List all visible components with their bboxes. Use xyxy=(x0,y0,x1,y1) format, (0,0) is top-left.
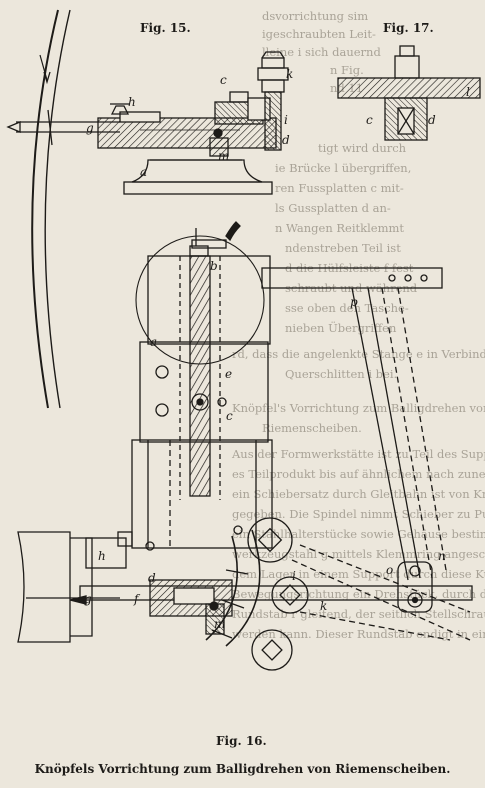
bg-line: werden kann. Dieser Rundstab endigt in e… xyxy=(232,627,485,641)
bg-line: ein Schiebersatz durch Gleitbahn ist von… xyxy=(232,487,485,501)
bg-line: Aus der Formwerkstätte ist zu Teil des S… xyxy=(231,447,485,461)
label-b: b xyxy=(210,259,218,273)
bg-line: Knöpfel's Vorrichtung zum Balligdrehen v… xyxy=(232,401,485,415)
bg-line: ren Fussplatten c mit- xyxy=(275,181,404,195)
figure-15-labels: h c k g i d m a xyxy=(86,67,293,179)
label-d: d xyxy=(428,113,436,127)
figure-caption: Knöpfels Vorrichtung zum Balligdrehen vo… xyxy=(34,762,451,776)
bg-line: n Fig. xyxy=(330,63,364,77)
bg-line: ein Stahlhalterstücke sowie Gehäuse best… xyxy=(232,527,485,541)
bg-line: ls Gussplatten d an- xyxy=(275,201,391,215)
bg-line: rd, dass die angelenkte Stange e in Verb… xyxy=(232,347,485,361)
label-c: c xyxy=(220,73,227,87)
bg-line: Rundstab r gleitend, der seitlich Stells… xyxy=(232,607,485,621)
label-g: g xyxy=(84,592,92,606)
bg-line: dsvorrichtung sim xyxy=(262,9,368,23)
bg-line: Riemenscheiben. xyxy=(262,421,362,435)
label-a: a xyxy=(140,165,147,179)
bg-line: tigt wird durch xyxy=(318,141,407,155)
label-h: h xyxy=(128,95,136,109)
bg-line: werkzeugstahl g mittels Klemmring angesc… xyxy=(232,547,485,561)
figure-17-labels: l c d xyxy=(366,85,470,127)
label-m: m xyxy=(214,617,225,631)
figure-15: Fig. 15. xyxy=(6,9,289,409)
bg-line: ie Brücke l übergriffen, xyxy=(275,161,411,175)
label-c: c xyxy=(226,409,233,423)
label-l: l xyxy=(466,85,470,99)
figure-16-labels: p b a e c h d f g m i k o n Fig. 16. xyxy=(84,259,446,748)
bg-line: Querschlitten i bei. xyxy=(285,367,397,381)
figure-17: Fig. 17. xyxy=(337,21,481,141)
bg-line: nieben Übergriffen xyxy=(285,321,397,335)
bg-line: Bewegungsrichtung ein Drehstück, durch d… xyxy=(232,587,485,601)
bg-line: n Wangen Reitklemmt xyxy=(275,221,404,235)
label-p: p xyxy=(350,295,358,309)
label-k: k xyxy=(286,67,293,81)
label-a: a xyxy=(150,335,157,349)
label-k: k xyxy=(320,599,327,613)
bg-line: lleine i sich dauernd xyxy=(262,45,381,59)
bg-line: gegeben. Die Spindel nimmt Schieber zu P… xyxy=(232,507,485,521)
label-f: f xyxy=(133,592,141,606)
label-i: i xyxy=(292,569,296,583)
bg-line: igeschraubten Leit- xyxy=(262,27,376,41)
label-o: o xyxy=(386,563,393,577)
label-h: h xyxy=(98,549,106,563)
figure-16 xyxy=(17,221,473,671)
label-c: c xyxy=(366,113,373,127)
bg-line: es Teilprodukt bis auf ähnlichem nach zu… xyxy=(232,467,485,481)
figure-17-title: Fig. 17. xyxy=(383,21,434,35)
label-m: m xyxy=(218,149,229,163)
label-d: d xyxy=(148,571,156,585)
bg-line: ndenstreben Teil ist xyxy=(285,241,401,255)
figure-16-title: Fig. 16. xyxy=(216,734,267,748)
figure-15-title: Fig. 15. xyxy=(140,21,191,35)
label-i: i xyxy=(284,113,288,127)
label-e: e xyxy=(225,367,232,381)
bg-line: dem Lager in einem Support durch diese K… xyxy=(232,567,485,581)
label-n: n xyxy=(438,549,446,563)
bg-line: sse oben den Tasche- xyxy=(285,301,409,315)
label-g: g xyxy=(86,121,94,135)
label-d: d xyxy=(282,133,290,147)
